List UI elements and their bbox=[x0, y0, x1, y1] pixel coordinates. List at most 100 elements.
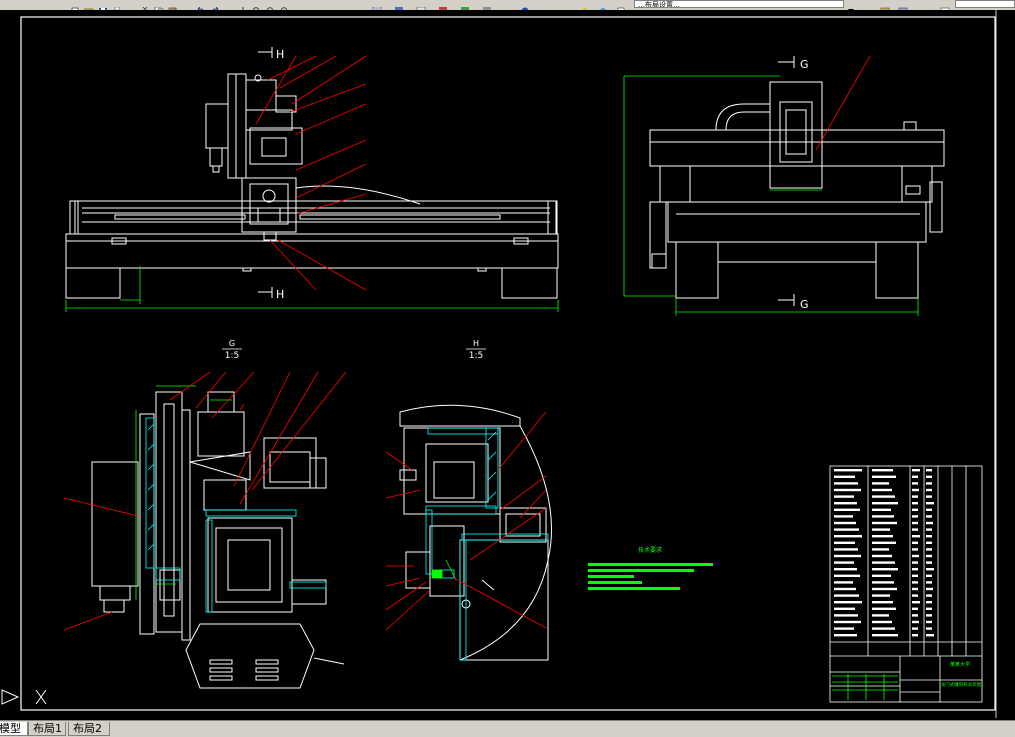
tab-layout2[interactable]: 布局2 bbox=[68, 722, 110, 736]
parts-list-cell-mark bbox=[834, 561, 854, 564]
parts-list-cell-mark bbox=[834, 535, 862, 538]
parts-list-cell-mark bbox=[926, 502, 934, 505]
section-mark-h-top-label: H bbox=[276, 48, 284, 61]
markup-icon[interactable] bbox=[460, 0, 470, 10]
calculator-icon[interactable] bbox=[482, 0, 492, 10]
layer-dropdown[interactable]: …布局设置… bbox=[634, 0, 844, 8]
sheet-set-icon[interactable] bbox=[438, 0, 448, 10]
layer-dropdown-arrow-icon[interactable] bbox=[846, 0, 856, 10]
parts-list-cell-mark bbox=[926, 581, 932, 584]
parts-list-cell-mark bbox=[912, 568, 918, 571]
layer-state-icon[interactable] bbox=[580, 0, 590, 10]
save-icon[interactable] bbox=[98, 0, 108, 10]
open-icon[interactable] bbox=[84, 0, 94, 10]
pan-icon[interactable] bbox=[238, 0, 248, 10]
parts-list-cell-mark bbox=[926, 521, 933, 525]
drawing-frame bbox=[20, 16, 996, 711]
section-h-scale: 1:5 bbox=[469, 351, 483, 361]
parts-list-cell-mark bbox=[926, 634, 934, 637]
parts-list-cell-mark bbox=[872, 508, 891, 511]
section-mark-g-top-label: G bbox=[800, 58, 809, 71]
parts-list-cell-mark bbox=[926, 574, 932, 577]
section-g-scale: 1:5 bbox=[225, 351, 239, 361]
parts-list-cell-mark bbox=[834, 607, 855, 610]
section-h-leaders bbox=[385, 411, 547, 631]
new-icon[interactable] bbox=[70, 0, 80, 10]
parts-list-cell-mark bbox=[834, 587, 856, 591]
paste-icon[interactable] bbox=[168, 0, 178, 10]
zoom-previous-icon[interactable] bbox=[280, 0, 290, 10]
front-view bbox=[65, 73, 559, 299]
parts-list-cell-mark bbox=[926, 495, 932, 498]
parts-list-cell-mark bbox=[912, 607, 918, 610]
parts-list-cell-mark bbox=[912, 521, 918, 525]
parts-list-cell-mark bbox=[872, 521, 897, 525]
parts-list-cell-mark bbox=[912, 614, 918, 617]
properties-icon[interactable] bbox=[372, 0, 382, 10]
tab-layout1[interactable]: 布局1 bbox=[28, 722, 66, 736]
parts-list-cell-mark bbox=[834, 475, 855, 478]
title-block-green bbox=[832, 674, 898, 700]
section-h-title: H bbox=[473, 339, 479, 348]
layer-manager-icon[interactable] bbox=[898, 0, 908, 10]
parts-list-cell-mark bbox=[912, 587, 918, 591]
tool-palette-icon[interactable] bbox=[416, 0, 426, 10]
parts-list-cell-mark bbox=[872, 620, 892, 624]
redo-icon[interactable] bbox=[210, 0, 220, 10]
parts-list-cell-mark bbox=[834, 495, 854, 498]
parts-list-cell-mark bbox=[872, 554, 892, 558]
color-control-icon[interactable] bbox=[940, 0, 950, 10]
parts-list-cell-mark bbox=[872, 568, 898, 571]
parts-list-cell-mark bbox=[912, 515, 918, 518]
parts-list-cell-mark bbox=[912, 528, 918, 531]
parts-list-cell-mark bbox=[912, 475, 918, 478]
parts-list-cell-mark bbox=[912, 488, 919, 492]
help-icon[interactable] bbox=[520, 0, 530, 10]
parts-list-cell-mark bbox=[834, 634, 857, 637]
parts-list-cell-mark bbox=[912, 495, 918, 498]
parts-list bbox=[829, 465, 983, 703]
drawing-canvas[interactable]: H H G bbox=[0, 10, 1015, 720]
zoom-icon[interactable] bbox=[252, 0, 262, 10]
ucs-icon bbox=[1, 689, 47, 705]
layer-color-icon[interactable] bbox=[616, 0, 626, 10]
parts-list-cell-mark bbox=[912, 508, 918, 511]
parts-list-cell-mark bbox=[872, 541, 896, 544]
print-icon[interactable] bbox=[112, 0, 122, 10]
parts-list-cell-mark bbox=[926, 482, 932, 485]
color-dropdown[interactable] bbox=[955, 0, 1015, 8]
parts-list-cell-mark bbox=[926, 535, 932, 538]
design-center-icon[interactable] bbox=[394, 0, 404, 10]
parts-list-cell-mark bbox=[872, 495, 895, 498]
layer-previous-icon[interactable] bbox=[880, 0, 890, 10]
parts-list-cell-mark bbox=[926, 620, 932, 624]
parts-list-cell-mark bbox=[912, 627, 918, 630]
undo-icon[interactable] bbox=[196, 0, 206, 10]
parts-list-cell-mark bbox=[872, 574, 891, 577]
parts-list-cell-mark bbox=[912, 634, 918, 637]
parts-list-cell-mark bbox=[926, 614, 932, 617]
layer-lock-icon[interactable] bbox=[598, 0, 608, 10]
parts-list-cell-mark bbox=[872, 594, 890, 597]
parts-list-cell-mark bbox=[912, 469, 920, 472]
copy-icon[interactable] bbox=[154, 0, 164, 10]
zoom-window-icon[interactable] bbox=[266, 0, 276, 10]
parts-list-cell-mark bbox=[834, 594, 859, 597]
section-mark-g-top bbox=[778, 56, 795, 68]
parts-list-cell-mark bbox=[872, 469, 893, 472]
tech-requirements-lines bbox=[588, 563, 713, 590]
section-h-hatch bbox=[425, 427, 549, 661]
parts-list-cell-mark bbox=[834, 620, 861, 624]
parts-list-cell-mark bbox=[872, 614, 889, 617]
section-mark-g-bottom bbox=[778, 294, 795, 306]
front-view-dimensions bbox=[65, 266, 559, 312]
parts-list-rows bbox=[834, 469, 934, 637]
parts-list-cell-mark bbox=[834, 568, 857, 571]
parts-list-cell-mark bbox=[872, 607, 896, 610]
tab-model[interactable]: 模型 bbox=[0, 722, 28, 736]
section-g-title: G bbox=[229, 339, 235, 348]
parts-list-cell-mark bbox=[926, 541, 932, 544]
parts-list-cell-mark bbox=[912, 574, 918, 577]
cut-icon[interactable] bbox=[140, 0, 150, 10]
parts-list-cell-mark bbox=[872, 627, 895, 630]
